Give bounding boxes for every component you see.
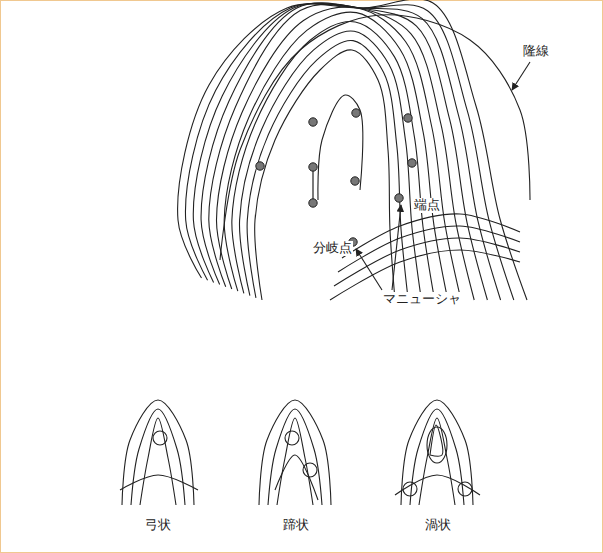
ridge-line	[318, 95, 363, 200]
pattern-ridge	[122, 400, 194, 505]
ridge-line	[232, 22, 435, 300]
pattern-mark	[403, 482, 417, 496]
pattern-label: 渦状	[424, 518, 452, 533]
pattern-mark	[153, 431, 167, 445]
ridge-line	[220, 15, 530, 260]
minutia-dot	[309, 118, 317, 126]
pattern-ridge	[268, 409, 322, 505]
end-point-label: 端点	[413, 198, 441, 213]
ridge-line	[338, 226, 520, 272]
ridge-line	[342, 214, 520, 258]
pattern-mark	[285, 431, 299, 445]
pattern-mark	[303, 463, 317, 477]
ridge-label: 隆線	[522, 44, 550, 59]
minutia-dot	[256, 162, 264, 170]
pattern-ridge	[120, 475, 198, 490]
minutia-dot	[404, 114, 412, 122]
pattern-ridge	[410, 409, 464, 505]
leader-arrow	[392, 205, 401, 290]
pattern-label: 弓状	[144, 518, 172, 533]
pattern-ridge	[131, 409, 185, 505]
leader-lines	[356, 62, 530, 290]
minutiae-label: マニューシャ	[382, 292, 462, 307]
minutia-link	[312, 167, 313, 203]
pattern-ridge	[395, 475, 480, 495]
ridge-lines	[178, 0, 530, 300]
pattern-types	[120, 400, 480, 505]
ridge-line	[239, 31, 421, 300]
pattern-ridge	[401, 400, 473, 505]
leader-arrow	[356, 249, 382, 290]
minutia-dot	[395, 194, 403, 202]
minutia-dot	[309, 163, 317, 171]
ridge-line	[178, 0, 527, 300]
bifurcation-label: 分岐点	[312, 241, 353, 256]
minutia-dot	[351, 177, 359, 185]
leader-arrow	[512, 62, 530, 90]
ridge-line	[209, 4, 474, 300]
pattern-ridge	[275, 455, 318, 500]
pattern-mark	[458, 482, 472, 496]
minutia-points	[256, 109, 416, 246]
pattern-ridge	[259, 400, 331, 505]
minutia-dot	[408, 159, 416, 167]
minutia-dot	[309, 199, 317, 207]
pattern-label: 蹄状	[282, 518, 310, 533]
pattern-mark	[427, 427, 447, 463]
ridge-line	[247, 40, 408, 300]
minutia-dot	[352, 109, 360, 117]
ridge-line	[216, 7, 461, 300]
